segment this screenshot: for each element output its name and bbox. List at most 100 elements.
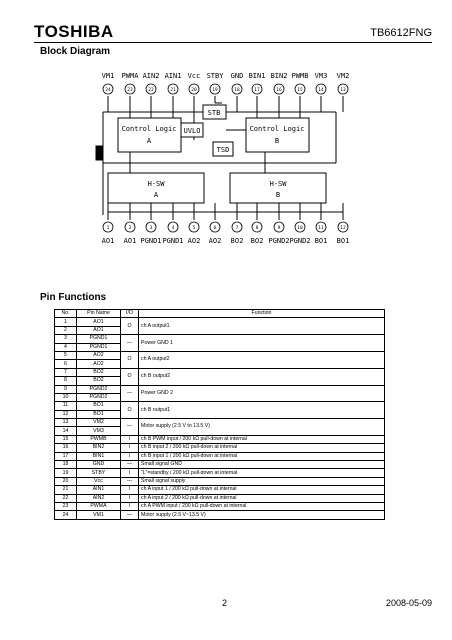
bottom-pin-number: 11 xyxy=(318,225,324,231)
bottom-pin-number: 5 xyxy=(193,225,196,231)
bottom-pin-circle xyxy=(273,221,285,233)
bottom-pin-circle xyxy=(231,221,243,233)
pin-name-cell: BO2 xyxy=(76,376,121,386)
top-pin-name: GND xyxy=(231,72,244,80)
table-header-row: No. Pin Name I/O Function xyxy=(54,308,385,319)
bottom-pin-number: 9 xyxy=(278,225,281,231)
bottom-pin-number: 7 xyxy=(236,225,239,231)
top-pin-name: Vcc xyxy=(188,72,201,80)
control-logic-b-sub: B xyxy=(275,137,279,145)
bus-marker xyxy=(95,145,103,161)
pin-function-cell: ch A output1 xyxy=(138,317,385,336)
top-pin-circle xyxy=(145,83,157,95)
pin-io-cell: I xyxy=(120,443,139,453)
pin-number-cell: 4 xyxy=(54,342,77,352)
top-pin-name: BIN2 xyxy=(271,72,288,80)
bottom-pin-name: BO1 xyxy=(315,237,328,245)
pin-name-cell: AO2 xyxy=(76,350,121,361)
pin-number-cell: 14 xyxy=(54,426,77,436)
bottom-pin-name: BO2 xyxy=(251,237,264,245)
pin-function-cell: Motor supply (2.5 V~13.5 V) xyxy=(138,510,385,520)
bottom-pin-circle xyxy=(102,221,114,233)
top-pin-circle xyxy=(188,83,200,95)
hsw-a-sub: A xyxy=(154,191,159,199)
bottom-pin-circle xyxy=(188,221,200,233)
bottom-pin-name: AO2 xyxy=(188,237,201,245)
pin-name-cell: BO1 xyxy=(76,401,121,411)
top-pin-circle xyxy=(273,83,285,95)
pin-function-cell: Power GND 1 xyxy=(138,334,385,352)
pin-io-cell: — xyxy=(120,476,139,487)
top-pin-circle xyxy=(315,83,327,95)
pin-io-cell: O xyxy=(120,401,139,420)
pin-function-cell: Motor supply (2.5 V to 13.5 V) xyxy=(138,418,385,436)
pin-name-cell: PGND1 xyxy=(76,334,121,344)
bottom-pin-circle xyxy=(337,221,349,233)
pin-function-cell: ch B output1 xyxy=(138,401,385,420)
bottom-pin-number: 4 xyxy=(172,225,175,231)
pin-name-cell: STBY xyxy=(76,468,121,478)
top-pin-circle xyxy=(167,83,179,95)
pin-name-cell: PWMB xyxy=(76,434,121,445)
pin-io-cell: I xyxy=(120,485,139,495)
col-header-no: No. xyxy=(54,308,77,319)
pin-functions-title: Pin Functions xyxy=(40,292,107,303)
control-logic-a-sub: A xyxy=(147,137,152,145)
pin-name-cell: GND xyxy=(76,460,121,470)
part-number: TB6612FNG xyxy=(370,27,432,39)
top-pin-number: 20 xyxy=(191,87,197,93)
header-rule xyxy=(34,42,432,43)
bottom-pin-number: 3 xyxy=(150,225,153,231)
top-pin-number: 18 xyxy=(234,87,240,93)
pin-number-cell: 16 xyxy=(54,443,77,453)
bottom-pin-number: 8 xyxy=(256,225,259,231)
pin-name-cell: PGND2 xyxy=(76,384,121,394)
pin-name-cell: BO1 xyxy=(76,409,121,420)
toshiba-logo: TOSHIBA xyxy=(34,22,114,41)
pin-number-cell: 8 xyxy=(54,376,77,386)
pin-number-cell: 12 xyxy=(54,409,77,420)
pin-number-cell: 22 xyxy=(54,493,77,504)
control-logic-a-box xyxy=(117,117,182,153)
pin-io-cell: O xyxy=(120,317,139,336)
pin-function-cell: Power GND 2 xyxy=(138,384,385,403)
pin-function-cell: Small signal supply xyxy=(138,476,385,487)
pin-name-cell: AIN1 xyxy=(76,485,121,495)
bottom-pin-number: 2 xyxy=(129,225,132,231)
pin-io-cell: I xyxy=(120,493,139,504)
pin-number-cell: 3 xyxy=(54,334,77,344)
hsw-b-sub: B xyxy=(276,191,280,199)
block-diagram-title: Block Diagram xyxy=(40,46,111,57)
top-pin-circle xyxy=(231,83,243,95)
pin-number-cell: 5 xyxy=(54,350,77,361)
top-pin-name: STBY xyxy=(207,72,225,80)
pin-function-cell: ch A PWM input / 200 kΩ pull-down at int… xyxy=(138,501,385,512)
hsw-a-box xyxy=(107,172,205,204)
pin-name-cell: BIN2 xyxy=(76,443,121,453)
pin-number-cell: 1 xyxy=(54,317,77,327)
bottom-pin-circle xyxy=(124,221,136,233)
pin-name-cell: PGND1 xyxy=(76,342,121,352)
pin-number-cell: 15 xyxy=(54,434,77,445)
pin-name-cell: AO1 xyxy=(76,317,121,327)
bottom-pin-number: 6 xyxy=(214,225,217,231)
bottom-pin-name: BO1 xyxy=(337,237,350,245)
pin-io-cell: — xyxy=(120,460,139,470)
pin-io-cell: — xyxy=(120,510,139,520)
col-header-function: Function xyxy=(138,308,385,319)
control-logic-b-label: Control Logic xyxy=(250,125,305,133)
pin-number-cell: 24 xyxy=(54,510,77,520)
stb-label: STB xyxy=(208,109,221,117)
top-pin-name: VM2 xyxy=(337,72,350,80)
